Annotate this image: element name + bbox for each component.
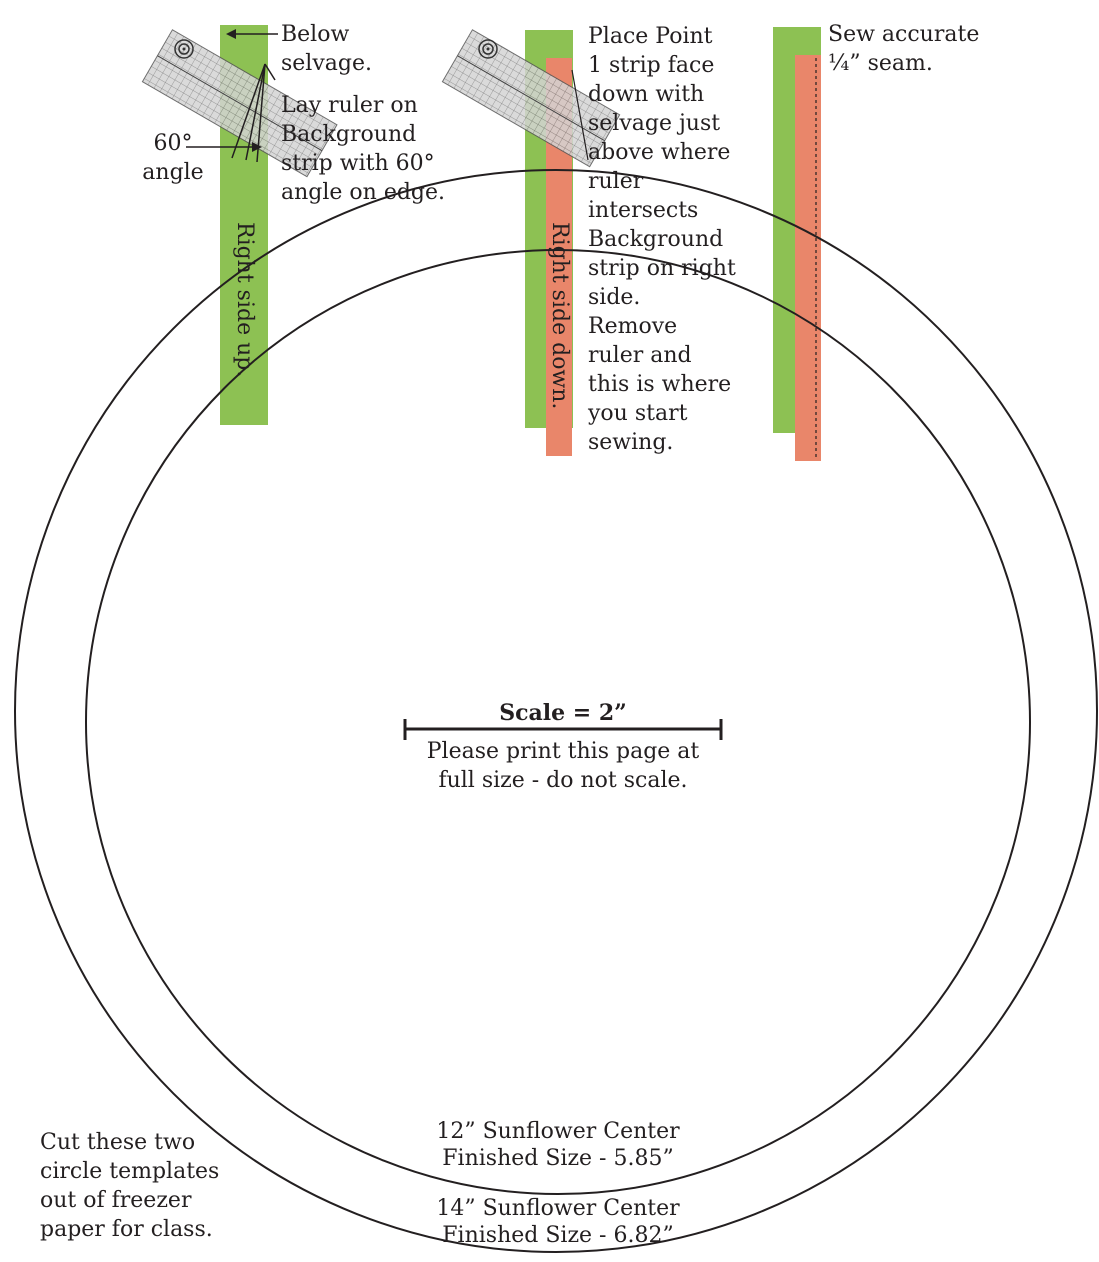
outer-template-title: 14” Sunflower Center [436, 1196, 680, 1221]
step2-instructions: Place Point 1 strip face down with selva… [588, 24, 736, 455]
right-side-down-label: Right side down. [547, 222, 572, 410]
ruler-target-icon-2 [478, 39, 498, 59]
step3-instructions: Sew accurate ¼” seam. [828, 22, 980, 76]
outer-template-size: Finished Size - 6.82” [442, 1223, 674, 1248]
lay-ruler-label: Lay ruler on Background strip with 60° a… [281, 93, 446, 205]
scale-label: Scale = 2” [499, 700, 627, 726]
step2-illustration [441, 29, 621, 456]
ruler-target-icon-1 [174, 39, 194, 59]
scale-bar [403, 719, 723, 740]
inner-circle-template [85, 249, 1031, 1195]
below-selvage-label: Below selvage. [281, 22, 372, 76]
arrow-head-2 [252, 142, 262, 152]
cut-templates-note: Cut these two circle templates out of fr… [40, 1130, 220, 1242]
right-side-up-label: Right side up. [232, 222, 257, 378]
step3-illustration [773, 27, 821, 461]
arrow-head-1 [226, 29, 236, 39]
print-note: Please print this page at full size - do… [426, 739, 700, 793]
outer-circle-template [14, 169, 1098, 1253]
inner-template-title: 12” Sunflower Center [436, 1119, 680, 1144]
angle-label: 60° angle [142, 131, 204, 185]
step1-illustration [141, 25, 338, 425]
ruler-1 [141, 29, 338, 178]
inner-template-size: Finished Size - 5.85” [442, 1146, 674, 1171]
ruler-edge-line [571, 69, 589, 161]
point-strip-step3 [795, 55, 821, 461]
ruler-2 [441, 29, 621, 168]
